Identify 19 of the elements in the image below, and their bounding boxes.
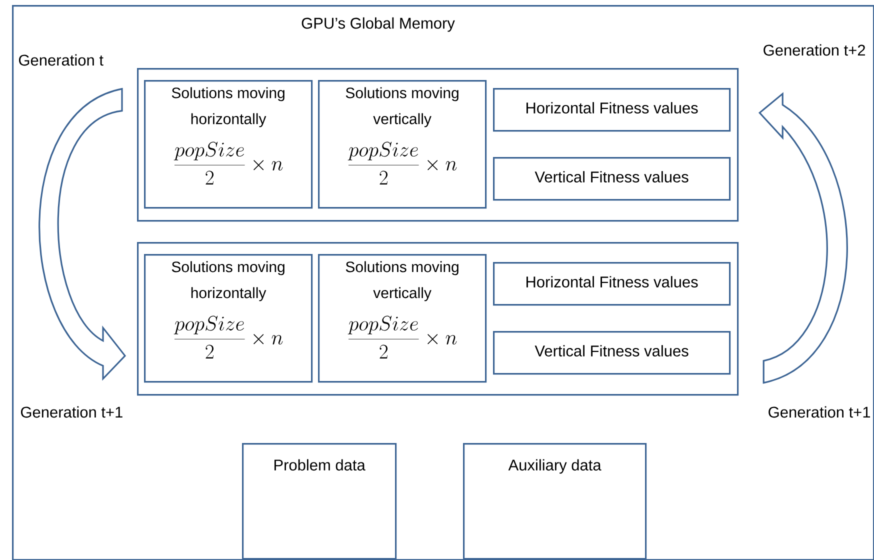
memory-region-box — [137, 68, 739, 222]
solutions-box: Solutions moving horizontally $\frac{popSize}{2}\times n$ — [144, 254, 313, 383]
generation-label: Generation t — [19, 54, 104, 66]
fitness-box: Horizontal Fitness values — [493, 262, 731, 306]
generation-label: Generation t+1 — [768, 406, 870, 418]
fitness-box: Vertical Fitness values — [493, 157, 731, 201]
solutions-box: Solutions moving vertically $\frac{popSize}{2}\times n$ — [318, 254, 487, 383]
memory-region-box — [137, 242, 739, 396]
fitness-box: Vertical Fitness values — [493, 331, 731, 375]
data-box: Auxiliary data — [463, 443, 647, 560]
box-title: GPU’s Global Memory — [302, 17, 455, 32]
data-box: Problem data — [242, 443, 397, 560]
solutions-box: Solutions moving vertically $\frac{popSize}{2}\times n$ — [318, 80, 487, 209]
block-arrow — [758, 93, 848, 384]
fitness-box: Horizontal Fitness values — [493, 88, 731, 132]
generation-label: Generation t+1 — [21, 406, 122, 418]
generation-label: Generation t+2 — [764, 44, 865, 56]
solutions-box: Solutions moving horizontally $\frac{popSize}{2}\times n$ — [144, 80, 313, 209]
block-arrow — [38, 88, 126, 380]
